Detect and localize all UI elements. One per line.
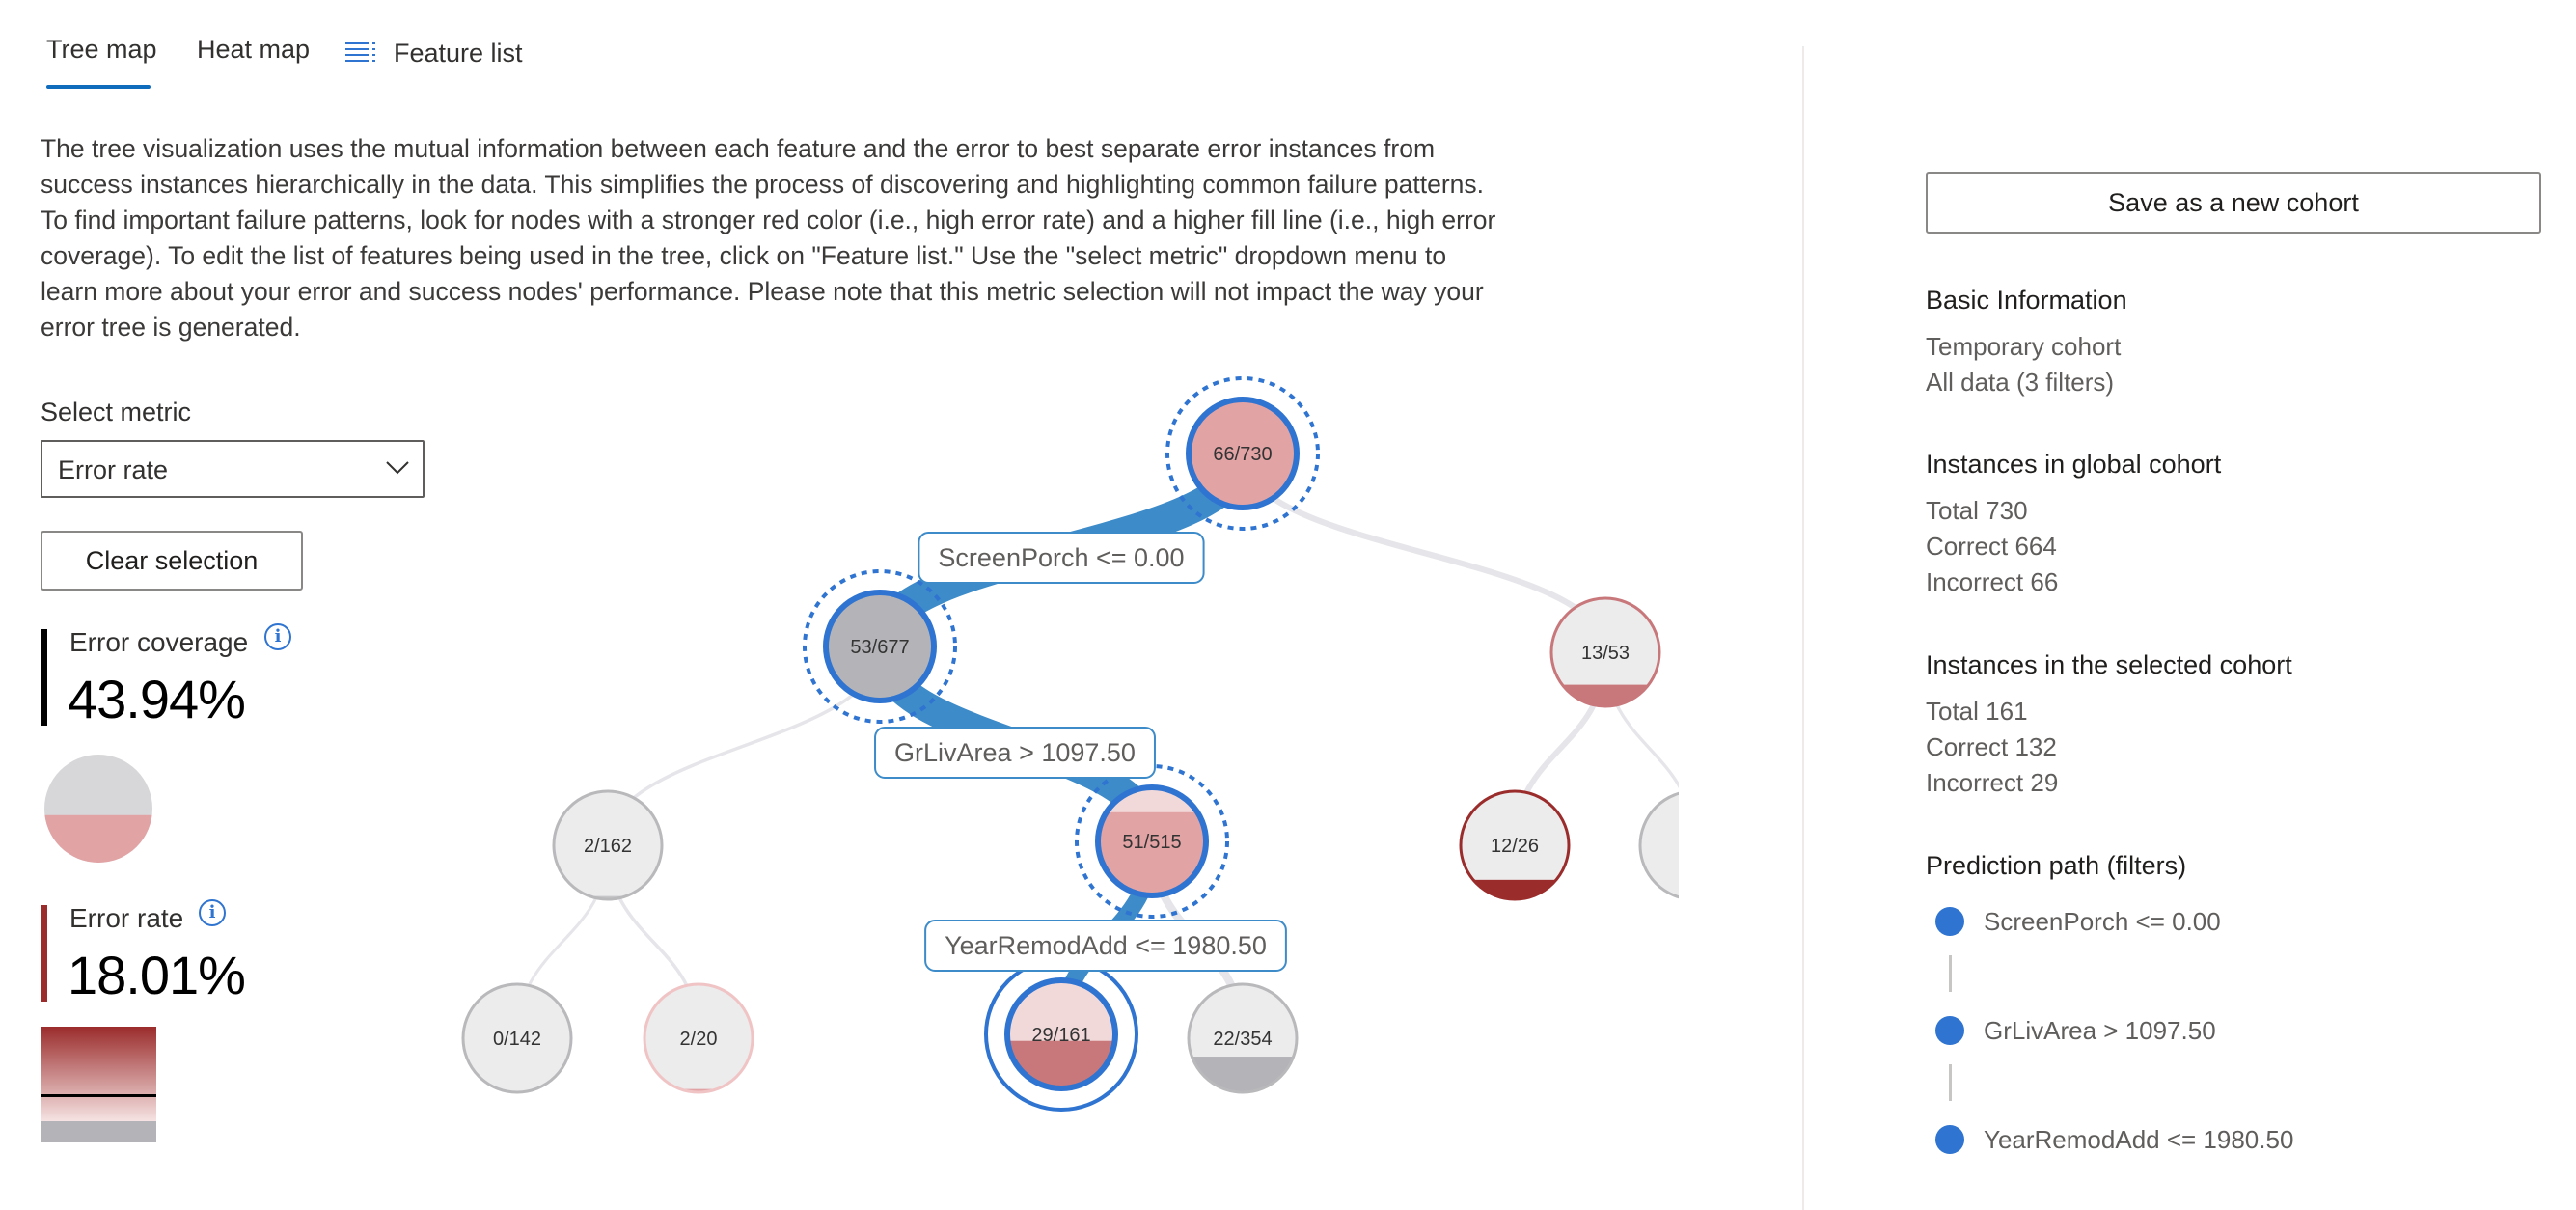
list-icon[interactable] (345, 41, 378, 66)
tab-heat-map[interactable]: Heat map (197, 35, 311, 64)
tree-node[interactable] (1638, 791, 1679, 899)
node-coverage-fill (1640, 896, 1679, 899)
selected-incorrect: Incorrect 29 (1926, 768, 2059, 797)
selected-total: Total 161 (1926, 697, 2028, 726)
node-coverage-fill (554, 895, 662, 899)
tree-node-label: 2/162 (584, 836, 632, 857)
edge-condition-label: GrLivArea > 1097.50 (874, 727, 1156, 779)
tab-feature-list[interactable]: Feature list (394, 39, 523, 68)
tree-node[interactable]: 29/161 (984, 957, 1138, 1112)
clear-selection-button[interactable]: Clear selection (41, 531, 303, 591)
error-coverage-bar (41, 629, 47, 726)
tree-node[interactable]: 2/20 (643, 982, 754, 1094)
chevron-down-icon (386, 461, 409, 475)
tree-node[interactable]: 12/26 (1459, 789, 1571, 901)
basic-info-heading: Basic Information (1926, 286, 2127, 315)
global-cohort-heading: Instances in global cohort (1926, 450, 2222, 479)
svg-text:GrLivArea > 1097.50: GrLivArea > 1097.50 (894, 738, 1136, 767)
tree-node-label: 66/730 (1213, 444, 1272, 465)
global-total: Total 730 (1926, 496, 2028, 525)
save-cohort-button[interactable]: Save as a new cohort (1926, 172, 2541, 234)
selected-cohort-heading: Instances in the selected cohort (1926, 650, 2292, 679)
basic-info-line: Temporary cohort (1926, 332, 2122, 361)
prediction-path-heading: Prediction path (filters) (1926, 851, 2187, 880)
metric-dropdown[interactable]: Error rate (41, 440, 425, 498)
error-coverage-legend-circle (44, 755, 152, 863)
error-rate-title: Error rate (69, 903, 184, 933)
node-coverage-fill (1551, 684, 1659, 706)
tree-node[interactable]: 53/677 (803, 569, 957, 724)
tree-node[interactable]: 66/730 (1165, 376, 1320, 531)
path-filter-dot (1935, 907, 1964, 936)
path-connector (1949, 955, 1952, 992)
basic-info-line: All data (3 filters) (1926, 368, 2115, 397)
error-coverage-title: Error coverage (69, 627, 249, 657)
global-incorrect: Incorrect 66 (1926, 567, 2059, 596)
error-coverage-value: 43.94% (68, 669, 246, 729)
error-rate-legend-gradient (41, 1027, 156, 1142)
tree-edge (1239, 450, 1609, 656)
tree-node-label: 2/20 (680, 1029, 718, 1050)
active-tab-indicator (46, 85, 151, 89)
select-metric-label: Select metric (41, 398, 192, 426)
tree-node-label: 0/142 (493, 1029, 541, 1050)
node-coverage-fill (1007, 1040, 1115, 1088)
error-coverage-info-icon[interactable]: i (264, 623, 291, 650)
selected-correct: Correct 132 (1926, 732, 2057, 761)
error-rate-bar (41, 905, 47, 1002)
path-filter-dot (1935, 1016, 1964, 1045)
path-connector (1949, 1064, 1952, 1101)
tree-node[interactable]: 51/515 (1075, 764, 1229, 919)
tree-description: The tree visualization uses the mutual i… (41, 134, 1496, 342)
error-rate-value: 18.01% (68, 945, 246, 1005)
tree-node-label: 29/161 (1031, 1025, 1090, 1046)
tree-node-label: 22/354 (1213, 1029, 1272, 1050)
node-coverage-fill (1189, 399, 1297, 508)
path-filter-item: ScreenPorch <= 0.00 (1984, 907, 2221, 936)
node-coverage-fill (644, 1088, 753, 1092)
tree-node[interactable]: 22/354 (1187, 982, 1299, 1094)
path-filter-item: GrLivArea > 1097.50 (1984, 1016, 2216, 1045)
path-filter-dot (1935, 1125, 1964, 1154)
panel-divider (1802, 46, 1804, 1210)
edge-condition-label: ScreenPorch <= 0.00 (918, 532, 1205, 584)
edge-condition-label: YearRemodAdd <= 1980.50 (924, 920, 1287, 972)
tree-node-label: 13/53 (1581, 643, 1630, 664)
node-coverage-fill (1189, 1057, 1297, 1092)
svg-text:YearRemodAdd <= 1980.50: YearRemodAdd <= 1980.50 (945, 931, 1267, 960)
tab-tree-map[interactable]: Tree map (46, 35, 157, 64)
path-filter-item: YearRemodAdd <= 1980.50 (1984, 1125, 2294, 1154)
error-rate-info-icon[interactable]: i (199, 899, 226, 926)
tree-node[interactable]: 0/142 (461, 982, 573, 1094)
metric-dropdown-value: Error rate (58, 455, 169, 484)
svg-text:ScreenPorch <= 0.00: ScreenPorch <= 0.00 (938, 543, 1184, 572)
error-tree: 66/730 53/677 13/53 2/162 51/515 12/26 0/142 2/… (461, 376, 1679, 1112)
global-correct: Correct 664 (1926, 532, 2057, 561)
tree-node-label: 51/515 (1122, 832, 1181, 853)
tree-node-label: 12/26 (1491, 836, 1539, 857)
tree-node[interactable]: 13/53 (1549, 596, 1661, 708)
tree-node-label: 53/677 (850, 637, 909, 658)
tree-node[interactable]: 2/162 (552, 789, 664, 901)
